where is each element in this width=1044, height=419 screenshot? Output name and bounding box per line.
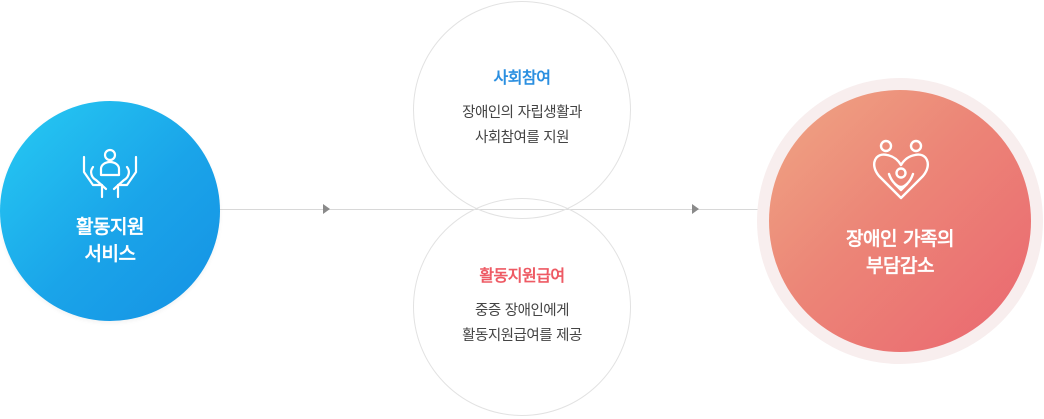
arrow-right-icon [692, 204, 699, 214]
social-participation-title: 사회참여 [493, 68, 551, 87]
activity-support-benefit-description: 중증 장애인에게 활동지원급여를 제공 [413, 299, 631, 349]
hands-holding-person-icon [82, 148, 138, 199]
activity-support-benefit-circle [413, 198, 631, 416]
social-participation-description: 장애인의 자립생활과 사회참여를 지원 [413, 101, 631, 151]
description-line: 중증 장애인에게 [475, 303, 570, 319]
description-line: 장애인의 자립생활과 [462, 105, 582, 121]
arrow-right-icon [323, 204, 330, 214]
label-line: 서비스 [84, 243, 136, 265]
family-burden-label: 장애인 가족의 부담감소 [769, 226, 1031, 280]
label-line: 장애인 가족의 [846, 228, 955, 250]
label-line: 활동지원 [76, 216, 144, 238]
description-line: 사회참여를 지원 [475, 130, 570, 146]
activity-support-service-label: 활동지원 서비스 [0, 214, 220, 268]
description-line: 활동지원급여를 제공 [462, 328, 582, 344]
activity-support-benefit-text: 활동지원급여 중증 장애인에게 활동지원급여를 제공 [413, 262, 631, 349]
family-burden-circle [769, 90, 1031, 352]
family-heart-icon [873, 139, 929, 200]
activity-support-benefit-title: 활동지원급여 [479, 266, 565, 285]
label-line: 부담감소 [866, 255, 934, 277]
social-participation-text: 사회참여 장애인의 자립생활과 사회참여를 지원 [413, 64, 631, 151]
activity-support-service-circle [0, 101, 220, 321]
